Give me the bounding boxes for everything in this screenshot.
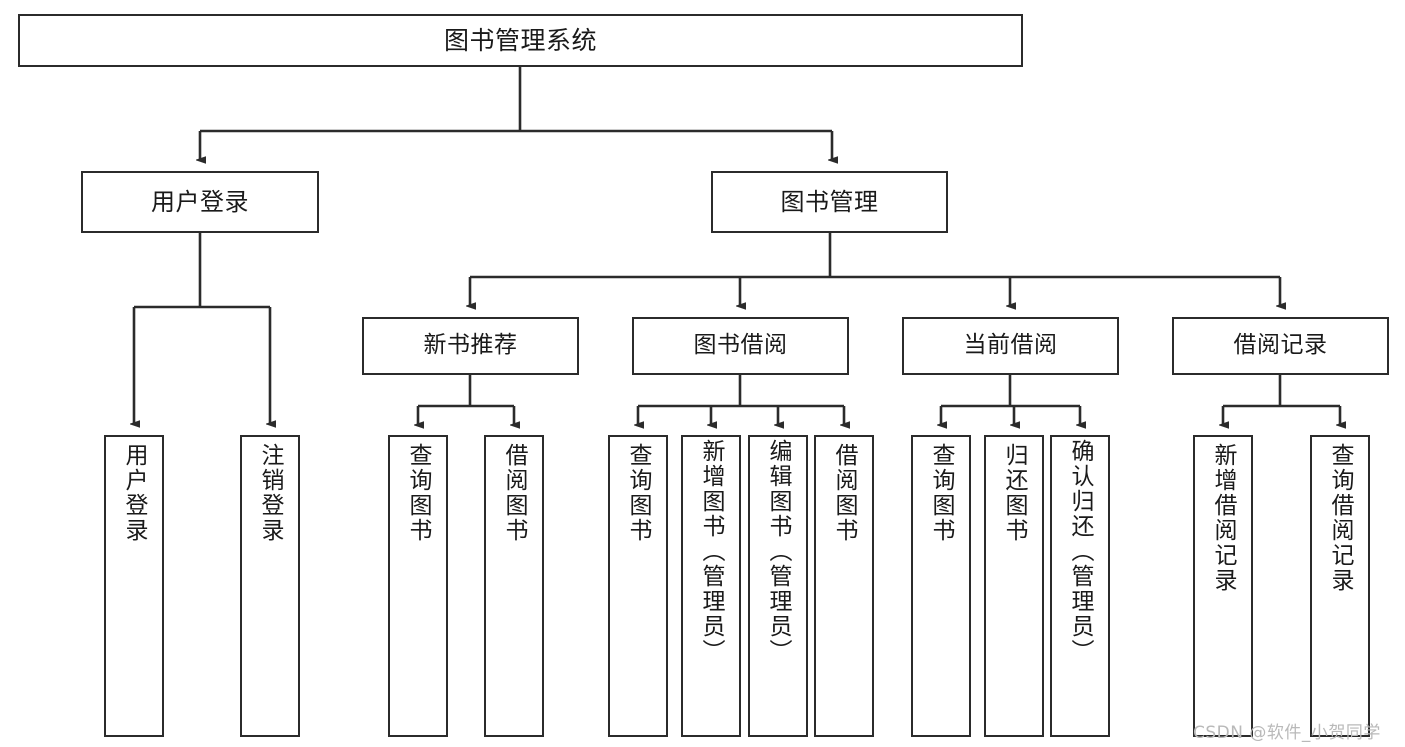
- node-leaf-add-borrow-record-label: 新增借阅记录: [1210, 443, 1237, 593]
- node-new-book-recommend-label: 新书推荐: [423, 332, 518, 359]
- node-leaf-borrow-book-recommend[interactable]: 借阅图书: [484, 435, 544, 737]
- node-leaf-return-book-label: 归还图书: [1001, 443, 1028, 543]
- node-leaf-query-borrow-record-label: 查询借阅记录: [1327, 443, 1354, 593]
- node-book-borrow-label: 图书借阅: [693, 332, 788, 359]
- node-leaf-borrow-book-borrow-label: 借阅图书: [831, 443, 858, 543]
- node-leaf-add-book-admin-label: 新增图书（管理员）: [698, 439, 725, 664]
- node-leaf-query-borrow-record[interactable]: 查询借阅记录: [1310, 435, 1370, 737]
- node-leaf-add-borrow-record[interactable]: 新增借阅记录: [1193, 435, 1253, 737]
- node-leaf-query-book-current[interactable]: 查询图书: [911, 435, 971, 737]
- node-root-system[interactable]: 图书管理系统: [18, 14, 1023, 67]
- node-leaf-query-book-recommend-label: 查询图书: [405, 443, 432, 543]
- node-book-manage-label: 图书管理: [780, 187, 879, 216]
- node-leaf-query-book-borrow-label: 查询图书: [625, 443, 652, 543]
- csdn-watermark: CSDN @软件_小贺同学: [1193, 723, 1381, 743]
- node-leaf-borrow-book-borrow[interactable]: 借阅图书: [814, 435, 874, 737]
- node-current-borrow[interactable]: 当前借阅: [902, 317, 1119, 375]
- node-user-login[interactable]: 用户登录: [81, 171, 319, 233]
- node-user-login-label: 用户登录: [151, 187, 249, 216]
- node-leaf-logout[interactable]: 注销登录: [240, 435, 300, 737]
- node-leaf-logout-label: 注销登录: [257, 443, 284, 543]
- node-leaf-query-book-borrow[interactable]: 查询图书: [608, 435, 668, 737]
- node-current-borrow-label: 当前借阅: [963, 332, 1058, 359]
- node-leaf-edit-book-admin-label: 编辑图书（管理员）: [765, 439, 792, 664]
- node-leaf-return-book[interactable]: 归还图书: [984, 435, 1044, 737]
- node-leaf-edit-book-admin[interactable]: 编辑图书（管理员）: [748, 435, 808, 737]
- node-borrow-record[interactable]: 借阅记录: [1172, 317, 1389, 375]
- node-leaf-add-book-admin[interactable]: 新增图书（管理员）: [681, 435, 741, 737]
- node-leaf-confirm-return-admin[interactable]: 确认归还（管理员）: [1050, 435, 1110, 737]
- node-leaf-borrow-book-recommend-label: 借阅图书: [501, 443, 528, 543]
- node-leaf-query-book-recommend[interactable]: 查询图书: [388, 435, 448, 737]
- node-book-manage[interactable]: 图书管理: [711, 171, 948, 233]
- node-new-book-recommend[interactable]: 新书推荐: [362, 317, 579, 375]
- node-leaf-confirm-return-admin-label: 确认归还（管理员）: [1067, 439, 1094, 664]
- node-root-label: 图书管理系统: [443, 25, 597, 55]
- node-leaf-user-login-label: 用户登录: [121, 443, 148, 543]
- node-borrow-record-label: 借阅记录: [1233, 332, 1328, 359]
- node-leaf-user-login[interactable]: 用户登录: [104, 435, 164, 737]
- node-leaf-query-book-current-label: 查询图书: [928, 443, 955, 543]
- node-book-borrow[interactable]: 图书借阅: [632, 317, 849, 375]
